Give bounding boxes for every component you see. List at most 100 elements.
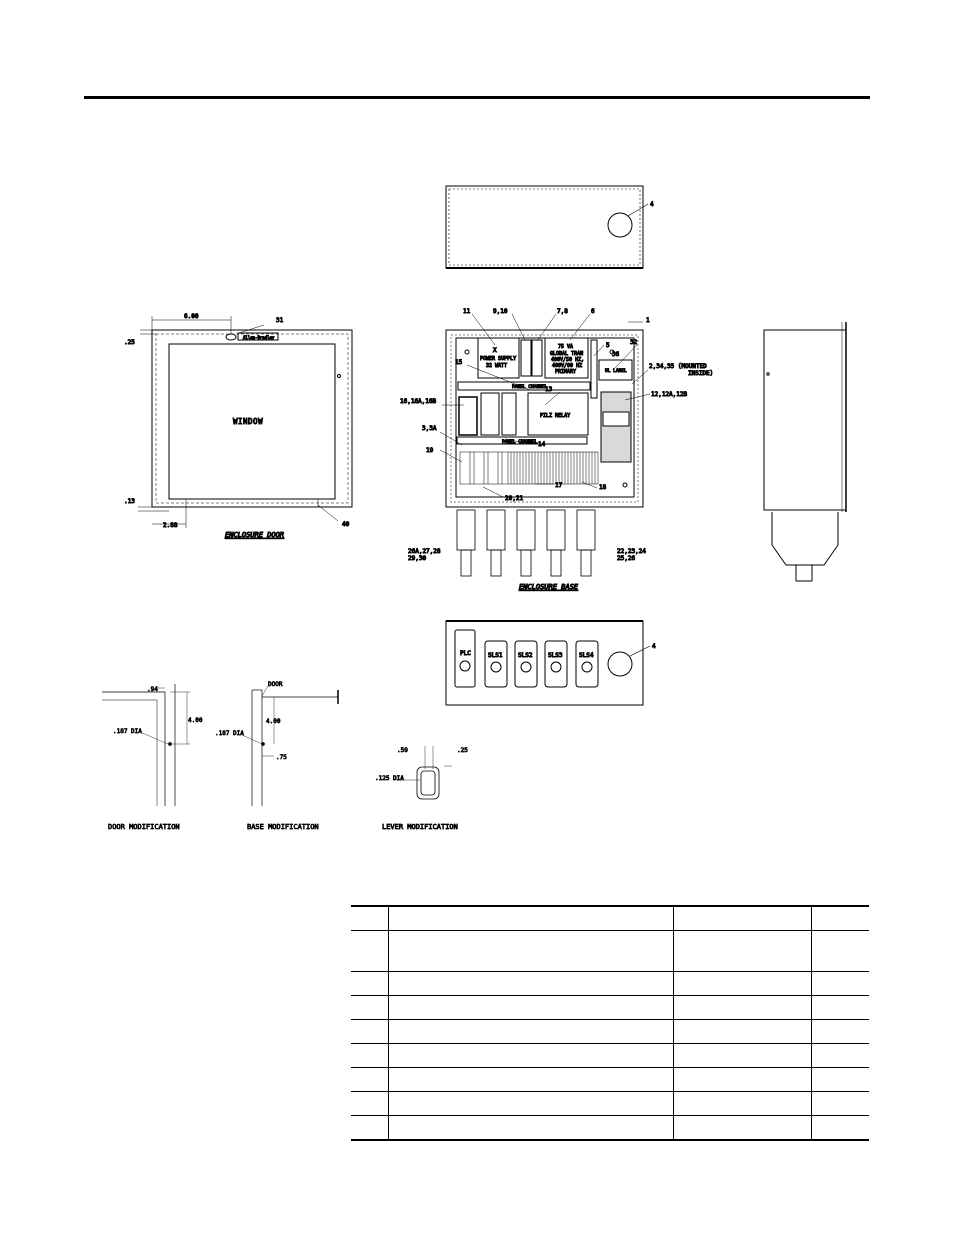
callout-26: 26A,27,28: [408, 548, 441, 555]
bm-75: .75: [276, 754, 287, 761]
callout-7-8: 7,8: [557, 308, 568, 315]
plc-label: PLC: [460, 650, 471, 657]
callout-31: 31: [276, 317, 284, 324]
table-cell: [351, 930, 388, 972]
table-cell: [672, 1019, 811, 1044]
callout-9-10: 9,10: [493, 308, 508, 315]
table-cell: [387, 1043, 673, 1068]
table-cell: [810, 906, 869, 931]
bm-400: 4.00: [266, 718, 281, 725]
table-cell: [672, 906, 811, 931]
xfmr-line2: GLOBAL TRAN: [550, 351, 583, 357]
door-brand-label: Allen-Bradley: [243, 335, 275, 340]
enclosure-base: X POWER SUPPLY 32 WATT 75 VA GLOBAL TRAN…: [400, 308, 714, 592]
table-cell: [387, 1067, 673, 1092]
table-cell: [672, 1091, 811, 1116]
table-cell: [810, 971, 869, 996]
table-cell: [387, 906, 673, 931]
callout-26b: 29,30: [408, 555, 426, 562]
callout-14: 14: [538, 441, 546, 448]
callout-20-21: 20,21: [505, 495, 523, 502]
callout-5: 5: [606, 342, 610, 349]
table-cell: [351, 906, 388, 931]
table-cell: [672, 1043, 811, 1068]
lever-mod-caption: LEVER MODIFICATION: [382, 823, 458, 831]
enclosure-side-view: [763, 322, 847, 582]
sls1-label: SLS1: [488, 652, 503, 659]
door-modification-detail: 4.00 .94 .187 DIA DOOR MODIFICATION: [102, 684, 203, 831]
enclosure-top-view: 4: [445, 185, 655, 269]
table-cell: [351, 971, 388, 996]
callout-12: 12,12A,12B: [651, 391, 688, 398]
table-cell: [672, 1115, 811, 1141]
table-cell: [672, 995, 811, 1020]
sls4-label: SLS4: [579, 652, 594, 659]
table-cell: [387, 995, 673, 1020]
enclosure-drawing: 4 Allen-Bradley WINDOW 6.00 .25 31 .13 2…: [102, 185, 847, 831]
door-top-dim: 6.00: [184, 313, 199, 320]
callout-16: 16,16A,16B: [400, 398, 437, 405]
table-row: [351, 971, 869, 996]
cable-connectors: [456, 509, 596, 577]
callout-22b: 25,26: [617, 555, 635, 562]
panel-channel-upper: PANEL CHANNEL: [512, 384, 548, 390]
xfmr-line4: 460V/60 HZ: [552, 363, 582, 369]
callout-2-34-35: 2,34,35 (MOUNTED: [649, 363, 707, 370]
lever-modification-detail: .59 .25 .125 DIA LEVER MODIFICATION: [375, 746, 469, 831]
sls3-label: SLS3: [548, 652, 563, 659]
pilz-relay-label: PILZ RELAY: [540, 413, 570, 419]
callout-2-34-35-b: INSIDE): [688, 370, 713, 377]
table-row: [351, 1115, 869, 1141]
sls2-label: SLS2: [518, 652, 533, 659]
table-row: [351, 1019, 869, 1044]
callout-13: 13: [545, 386, 553, 393]
door-bottom-left-dim: .13: [124, 498, 135, 505]
callout-22: 22,23,24: [617, 548, 646, 555]
table-cell: [351, 1115, 388, 1141]
x-mark: X: [493, 347, 497, 354]
table-cell: [672, 971, 811, 996]
callout-3-3a: 3,3A: [422, 425, 437, 432]
table-cell: [810, 1091, 869, 1116]
power-supply-line2: 32 WATT: [486, 363, 507, 369]
table-row: [351, 906, 869, 931]
callout-4-bottom: 4: [652, 643, 656, 650]
table-row: [351, 995, 869, 1020]
table-row: [351, 1067, 869, 1092]
table-cell: [351, 1043, 388, 1068]
xfmr-line3: 400V/50 HZ,: [551, 357, 584, 363]
lm-dia: .125 DIA: [375, 775, 404, 782]
callout-6: 6: [591, 308, 595, 315]
power-supply-line1: POWER SUPPLY: [480, 356, 516, 362]
table-row: [351, 1043, 869, 1068]
table-cell: [351, 1019, 388, 1044]
callout-40: 40: [342, 521, 350, 528]
table-cell: [672, 930, 811, 972]
callout-4-top: 4: [650, 201, 654, 208]
callout-1: 1: [646, 317, 650, 324]
callout-19: 19: [426, 447, 434, 454]
bm-dia: .187 DIA: [215, 730, 244, 737]
table-cell: [810, 930, 869, 972]
ul-label: UL LABEL: [605, 368, 627, 374]
table-row: [351, 1091, 869, 1116]
table-cell: [810, 995, 869, 1020]
table-cell: [810, 1043, 869, 1068]
callout-17: 17: [555, 482, 563, 489]
table-cell: [810, 1115, 869, 1141]
base-caption: ENCLOSURE BASE: [519, 583, 579, 591]
table-row: [351, 930, 869, 972]
door-left-dim: .25: [124, 339, 135, 346]
base-mod-caption: BASE MODIFICATION: [247, 823, 319, 831]
panel-channel-lower: PANEL CHANNEL: [502, 439, 538, 445]
dm-94: .94: [147, 686, 158, 693]
callout-32: 32: [630, 339, 638, 346]
table-cell: [387, 1019, 673, 1044]
table-cell: [351, 1091, 388, 1116]
xfmr-line5: PRIMARY: [555, 369, 576, 375]
enclosure-bottom-view: PLC SLS1 SLS2 SLS3 SLS4 4: [445, 620, 657, 706]
table-cell: [387, 1115, 673, 1141]
door-mod-caption: DOOR MODIFICATION: [108, 823, 180, 831]
table-cell: [351, 995, 388, 1020]
table-cell: [672, 1067, 811, 1092]
